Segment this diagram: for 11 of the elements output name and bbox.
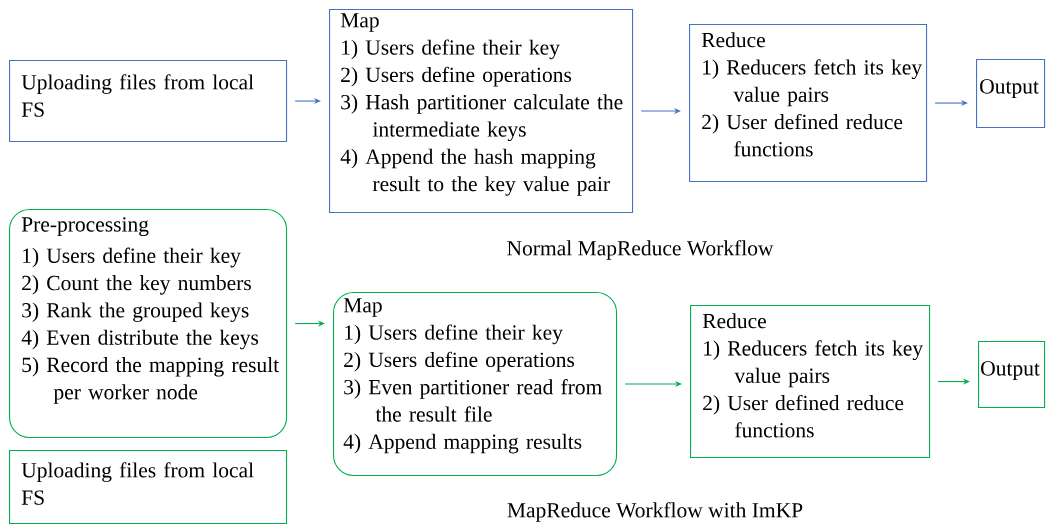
caption-text: MapReduce Workflow with ImKP bbox=[507, 502, 803, 522]
process-box: Map 1) Users define their key 2) Users define operations 3) Hash partitioner calculate the intermediate keys 4) Append the hash mapping result to the key value pair bbox=[329, 9, 634, 214]
caption-text: Normal MapReduce Workflow bbox=[507, 240, 774, 260]
process-box: Pre-processing 1) Users define their key 2) Count the key numbers 3) Rank the grouped keys 4) Even distribute the keys 5) Record the mapping result per worker node bbox=[9, 209, 288, 439]
process-box: Reduce 1) Reducers fetch its key value pairs 2) User defined reduce functions bbox=[690, 305, 931, 459]
process-box: Reduce 1) Reducers fetch its key value pairs 2) User defined reduce functions bbox=[689, 24, 928, 183]
process-box: Uploading files from local FS bbox=[9, 60, 288, 143]
process-box: Output bbox=[976, 59, 1046, 129]
process-box: Map 1) Users define their key 2) Users define operations 3) Even partitioner read from the result file 4) Append mapping results bbox=[333, 292, 618, 477]
process-box: Uploading files from local FS bbox=[9, 450, 288, 525]
process-box: Output bbox=[978, 341, 1046, 409]
